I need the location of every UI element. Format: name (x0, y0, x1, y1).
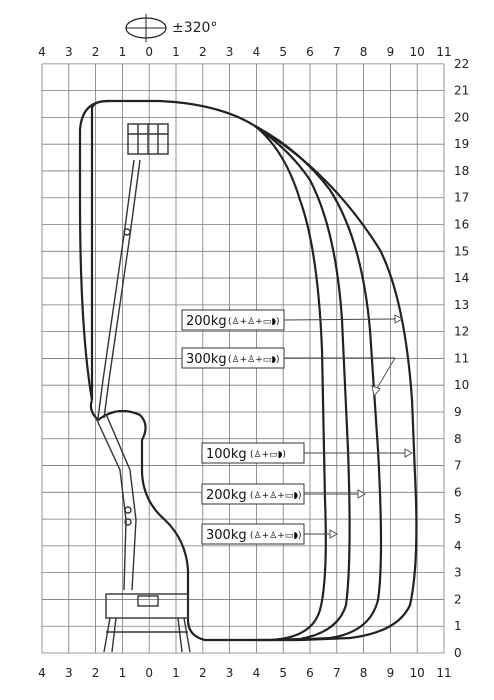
y-tick-label: 6 (454, 485, 462, 499)
load-label-300kg-outer-text: 300kg (186, 352, 227, 367)
x-tick-label: 11 (436, 666, 451, 680)
x-tick-label: 3 (65, 666, 73, 680)
y-tick-label: 5 (454, 512, 462, 526)
arrow-head (394, 314, 403, 324)
envelope-100kg (90, 99, 418, 642)
x-tick-label: 2 (92, 666, 100, 680)
x-tick-label: 8 (360, 45, 368, 59)
chassis (105, 593, 189, 619)
aerial-platform-machine (95, 123, 191, 653)
load-label-100kg-symbols: (♙+▭◗) (250, 450, 286, 460)
x-tick-label: 3 (65, 45, 73, 59)
y-tick-label: 4 (454, 539, 462, 553)
outrigger-right (177, 617, 191, 653)
y-tick-label: 0 (454, 646, 462, 660)
rotation-label: ±320° (172, 20, 217, 36)
load-labels: 200kg (♙+♙+▭◗) 300kg (♙+♙+▭◗) 100kg (♙+▭… (181, 309, 413, 545)
envelope-200kg (254, 125, 383, 642)
y-tick-label: 12 (454, 325, 469, 339)
x-tick-label: 0 (145, 45, 153, 59)
load-label-200kg-inner: 200kg (♙+♙+▭◗) (201, 483, 366, 505)
y-tick-label: 10 (454, 378, 469, 392)
x-tick-label: 3 (226, 666, 234, 680)
x-tick-label: 2 (199, 666, 207, 680)
load-label-300kg-inner-text: 300kg (206, 528, 247, 543)
y-tick-label: 21 (454, 84, 469, 98)
x-tick-label: 4 (38, 666, 46, 680)
x-tick-label: 5 (279, 666, 287, 680)
x-tick-label: 4 (253, 666, 261, 680)
x-tick-label: 9 (387, 666, 395, 680)
y-tick-label: 22 (454, 57, 469, 71)
y-tick-label: 14 (454, 271, 469, 285)
y-tick-label: 16 (454, 218, 469, 232)
load-label-200kg-inner-text: 200kg (206, 488, 247, 503)
outrigger-left (103, 617, 117, 653)
load-label-300kg-outer-symbols: (♙+♙+▭◗) (228, 355, 280, 365)
x-tick-label: 2 (92, 45, 100, 59)
load-label-300kg-outer: 300kg (♙+♙+▭◗) (181, 347, 396, 397)
load-label-200kg-inner-symbols: (♙+♙+▭◗) (250, 491, 302, 501)
y-tick-label: 19 (454, 137, 469, 151)
x-tick-label: 4 (253, 45, 261, 59)
x-tick-label: 7 (333, 45, 341, 59)
load-label-100kg-text: 100kg (206, 447, 247, 462)
x-tick-label: 5 (279, 45, 287, 59)
x-tick-label: 1 (172, 45, 180, 59)
load-label-300kg-inner-symbols: (♙+♙+▭◗) (250, 531, 302, 541)
y-tick-label: 18 (454, 164, 469, 178)
arrow-head (357, 489, 366, 499)
upper-boom (97, 159, 141, 419)
y-tick-label: 20 (454, 110, 469, 124)
x-tick-label: 6 (306, 666, 314, 680)
load-label-200kg-outer-symbols: (♙+♙+▭◗) (228, 317, 280, 327)
y-tick-label: 17 (454, 191, 469, 205)
y-tick-label: 1 (454, 619, 462, 633)
x-tick-label: 11 (436, 45, 451, 59)
x-tick-label: 1 (172, 666, 180, 680)
load-label-200kg-outer-text: 200kg (186, 314, 227, 329)
y-tick-label: 9 (454, 405, 462, 419)
y-tick-label: 7 (454, 459, 462, 473)
y-tick-label: 15 (454, 244, 469, 258)
x-tick-label: 2 (199, 45, 207, 59)
envelope-inner (78, 99, 327, 642)
x-tick-label: 1 (119, 666, 127, 680)
x-tick-label: 3 (226, 45, 234, 59)
x-tick-label: 10 (410, 666, 425, 680)
x-tick-label: 8 (360, 666, 368, 680)
x-tick-label: 9 (387, 45, 395, 59)
y-tick-label: 8 (454, 432, 462, 446)
x-tick-label: 1 (119, 45, 127, 59)
envelope-300kg (254, 125, 351, 642)
lower-boom (95, 413, 137, 591)
load-label-100kg: 100kg (♙+▭◗) (201, 442, 413, 464)
rotation-indicator: ±320° (125, 14, 217, 42)
working-envelopes (78, 99, 418, 642)
arrow-head (329, 529, 338, 539)
load-label-200kg-outer: 200kg (♙+♙+▭◗) (181, 309, 403, 331)
y-tick-label: 11 (454, 351, 469, 365)
load-label-300kg-inner: 300kg (♙+♙+▭◗) (201, 523, 338, 545)
arrow-head (404, 448, 413, 458)
y-tick-label: 2 (454, 592, 462, 606)
x-tick-label: 6 (306, 45, 314, 59)
x-tick-label: 0 (145, 666, 153, 680)
x-tick-label: 4 (38, 45, 46, 59)
x-tick-label: 7 (333, 666, 341, 680)
y-tick-label: 3 (454, 566, 462, 580)
arrow-head (371, 385, 381, 397)
x-tick-label: 10 (410, 45, 425, 59)
y-tick-label: 13 (454, 298, 469, 312)
